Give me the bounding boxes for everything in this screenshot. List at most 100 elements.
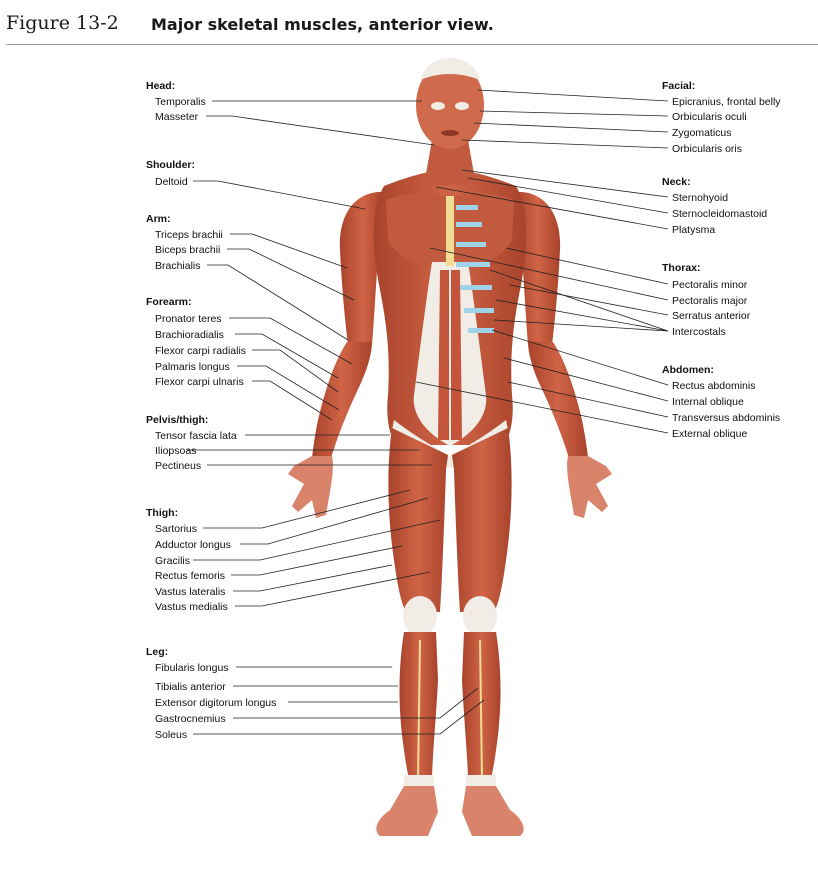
label-sternohyoid: Sternohyoid (672, 192, 728, 204)
label-triceps-brachii: Triceps brachii (155, 229, 223, 241)
label-platysma: Platysma (672, 224, 715, 236)
costal-cartilage (456, 205, 494, 333)
label-vastus-lateralis: Vastus lateralis (155, 586, 225, 598)
leader-triceps (230, 233, 348, 269)
label-zygomaticus: Zygomaticus (672, 127, 732, 139)
label-adductor-longus: Adductor longus (155, 539, 231, 551)
label-external-oblique: External oblique (672, 428, 747, 440)
right-knee (403, 596, 437, 636)
group-neck-title: Neck: (662, 176, 691, 188)
label-sartorius: Sartorius (155, 523, 197, 535)
label-iliopsoas: Iliopsoas (155, 445, 196, 457)
leader-rectus-abdominis (491, 329, 669, 386)
leader-internal-oblique (503, 357, 669, 402)
left-eye (455, 102, 469, 110)
group-thorax-title: Thorax: (662, 262, 701, 274)
leader-external-oblique (415, 381, 669, 434)
label-orbicularis-oris: Orbicularis oris (672, 143, 742, 155)
leader-sternohyoid (461, 169, 669, 198)
group-thigh-title: Thigh: (146, 507, 178, 519)
right-ankle-retinaculum (404, 775, 434, 787)
label-sternocleidomastoid: Sternocleidomastoid (672, 208, 767, 220)
left-thigh (452, 428, 512, 612)
label-deltoid: Deltoid (155, 176, 188, 188)
leader-deltoid (193, 180, 366, 210)
leader-gastrocnemius (233, 687, 479, 719)
sternum (446, 196, 454, 266)
head (416, 61, 484, 149)
left-knee (463, 596, 497, 636)
figure-header: Figure 13-2 Major skeletal muscles, ante… (6, 10, 818, 45)
leader-pectoralis-major (429, 247, 669, 301)
leader-serratus-anterior (509, 284, 669, 316)
left-upper-arm (515, 191, 561, 345)
right-upper-arm (339, 191, 385, 345)
leader-intercostals-2 (495, 299, 669, 332)
label-pectoralis-minor: Pectoralis minor (672, 279, 748, 291)
labels-right: Facial: Epicranius, frontal belly Orbicu… (662, 80, 781, 440)
epicranius-aponeurosis (420, 58, 480, 80)
left-ankle-retinaculum (466, 775, 496, 787)
leader-vastus-medialis (235, 571, 431, 607)
leader-gracilis (193, 519, 441, 561)
label-palmaris-longus: Palmaris longus (155, 361, 230, 373)
label-tibialis-anterior: Tibialis anterior (155, 681, 226, 693)
label-intercostals: Intercostals (672, 326, 726, 338)
leader-transversus-abdominis (507, 381, 669, 418)
label-pectineus: Pectineus (155, 460, 201, 472)
group-leg-title: Leg: (146, 646, 168, 658)
left-forearm (528, 342, 588, 462)
right-forearm (312, 342, 372, 462)
group-facial-title: Facial: (662, 80, 695, 92)
leader-sternocleidomastoid (467, 177, 669, 214)
group-head-title: Head: (146, 80, 175, 92)
figure-number: Figure 13-2 (6, 12, 119, 34)
label-brachioradialis: Brachioradialis (155, 329, 224, 341)
label-extensor-digitorum-longus: Extensor digitorum longus (155, 697, 276, 709)
label-pronator-teres: Pronator teres (155, 313, 222, 325)
leader-orbicularis-oculi (479, 110, 669, 117)
label-masseter: Masseter (155, 111, 199, 123)
right-foot (376, 786, 438, 836)
label-gracilis: Gracilis (155, 555, 190, 567)
label-soleus: Soleus (155, 729, 187, 741)
label-pectoralis-major: Pectoralis major (672, 295, 748, 307)
label-internal-oblique: Internal oblique (672, 396, 744, 408)
left-pectoral (450, 193, 514, 266)
leader-flexor-carpi-ulnaris (252, 380, 333, 421)
label-gastrocnemius: Gastrocnemius (155, 713, 226, 725)
label-rectus-femoris: Rectus femoris (155, 570, 225, 582)
label-flexor-carpi-ulnaris: Flexor carpi ulnaris (155, 376, 244, 388)
leader-soleus (193, 699, 485, 735)
leader-epicranius (477, 89, 669, 102)
group-abdomen-title: Abdomen: (662, 364, 714, 376)
leader-adductor-longus (240, 497, 429, 545)
left-foot (462, 786, 524, 836)
label-temporalis: Temporalis (155, 96, 206, 108)
label-rectus-abdominis: Rectus abdominis (672, 380, 755, 392)
leader-platysma (435, 186, 669, 230)
label-flexor-carpi-radialis: Flexor carpi radialis (155, 345, 246, 357)
leader-zygomaticus (473, 122, 669, 133)
leader-flexor-carpi-radialis (252, 349, 339, 393)
group-arm-title: Arm: (146, 213, 171, 225)
right-thigh (388, 428, 448, 612)
right-pectoral (386, 193, 450, 266)
label-tensor-fascia-lata: Tensor fascia lata (155, 430, 237, 442)
label-fibularis-longus: Fibularis longus (155, 662, 229, 674)
label-transversus-abdominis: Transversus abdominis (672, 412, 780, 424)
leader-lines (187, 89, 669, 735)
leader-pectoralis-minor (505, 247, 669, 285)
label-brachialis: Brachialis (155, 260, 201, 272)
leader-pronator-teres (229, 317, 353, 365)
leader-brachialis (207, 264, 349, 341)
neck (424, 140, 476, 185)
right-hand (288, 456, 333, 518)
label-biceps-brachii: Biceps brachii (155, 244, 220, 256)
mouth (441, 130, 459, 136)
leader-orbicularis-oris (461, 139, 669, 149)
leader-vastus-lateralis (233, 564, 393, 592)
labels-left: Head: Temporalis Masseter Shoulder: Delt… (146, 80, 276, 741)
leader-sartorius (203, 489, 411, 529)
